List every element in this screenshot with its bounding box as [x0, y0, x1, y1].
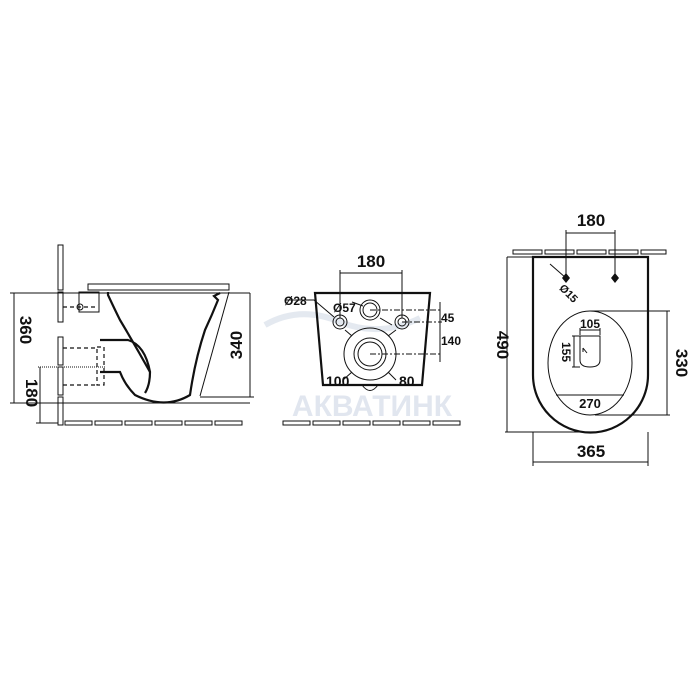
dimensions: 360 180 340	[10, 292, 254, 424]
dim-490: 490	[493, 331, 512, 359]
dim-45: 45	[441, 311, 455, 325]
floor-tiles	[282, 420, 461, 426]
dim-365: 365	[577, 442, 605, 461]
dim-180-back: 180	[357, 252, 385, 271]
wall-tiles	[512, 249, 667, 255]
floor-tiles	[64, 420, 243, 426]
dim-180-top: 180	[577, 211, 605, 230]
back-view: 180 Ø28 Ø57 45 140 100 80	[282, 252, 461, 426]
dim-360: 360	[16, 316, 35, 344]
dim-340: 340	[227, 331, 246, 359]
dim-270: 270	[579, 396, 601, 411]
dim-155: 155	[559, 342, 573, 362]
dim-100: 100	[326, 373, 350, 389]
dim-dia-57: Ø57	[333, 301, 356, 315]
dim-dia-15: Ø15	[557, 282, 580, 305]
wall	[57, 244, 64, 426]
dim-140: 140	[441, 334, 461, 348]
dim-180: 180	[22, 379, 41, 407]
top-view: 180 Ø15 490 330 365 270 105 155	[493, 211, 691, 466]
dim-dia-28: Ø28	[284, 294, 307, 308]
dim-105: 105	[580, 317, 600, 331]
side-view: 360 180 340	[10, 244, 254, 426]
watermark: АКВАТИНК	[263, 311, 453, 423]
dim-80: 80	[399, 373, 415, 389]
watermark-text: АКВАТИНК	[292, 390, 453, 423]
dim-330: 330	[672, 349, 691, 377]
bowl-profile	[38, 283, 230, 404]
